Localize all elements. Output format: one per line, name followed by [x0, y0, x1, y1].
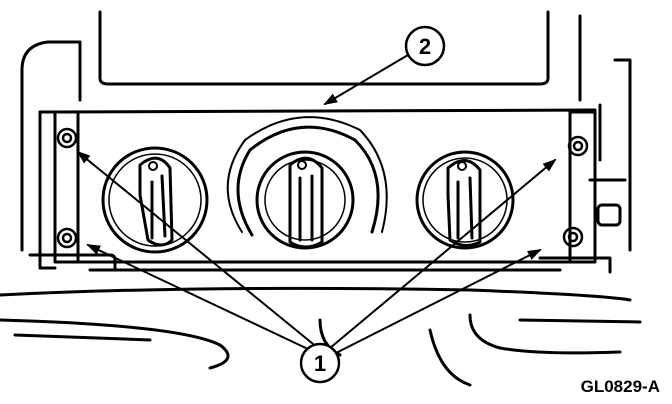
- screw-top-left: [56, 127, 78, 149]
- callout-2: 2: [404, 25, 446, 67]
- callout-1: 1: [299, 342, 341, 384]
- screw-bottom-left: [56, 227, 78, 249]
- center-control-knob: [226, 116, 388, 250]
- right-control-knob: [415, 150, 515, 250]
- screw-top-right: [567, 135, 589, 157]
- callout-1-leaders: [76, 150, 557, 353]
- callout-2-leader: [323, 54, 409, 106]
- figure-code: GL0829-A: [581, 377, 660, 396]
- callout-1-label: 1: [314, 351, 326, 376]
- left-control-knob: [101, 146, 209, 254]
- dashboard-outline: [0, 10, 642, 387]
- callout-2-label: 2: [419, 34, 431, 59]
- screw-bottom-right: [562, 226, 584, 248]
- control-panel-bezel: [28, 108, 622, 274]
